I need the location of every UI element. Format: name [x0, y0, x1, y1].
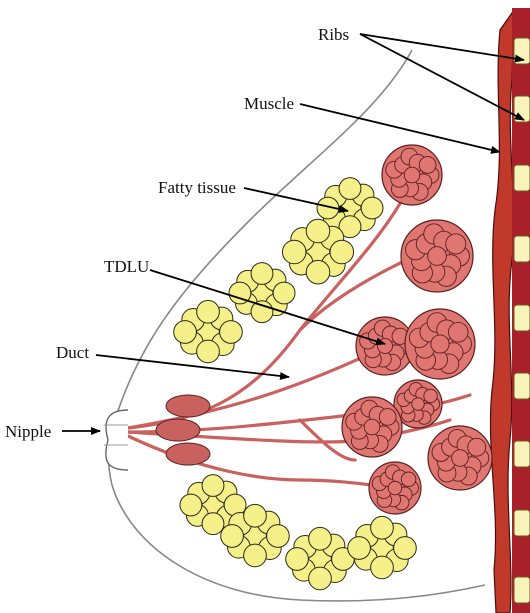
fat-cluster-8 [348, 516, 417, 578]
label-tdlu: TDLU [104, 257, 149, 276]
fat-cluster-7 [286, 527, 355, 589]
lobule-8 [369, 462, 421, 514]
duct-ampulla-2 [156, 419, 200, 441]
rib-block-9 [514, 577, 530, 603]
rib-block-6 [514, 373, 530, 399]
fat-cluster-4 [174, 300, 243, 362]
label-fatty-tissue: Fatty tissue [158, 178, 236, 197]
fat-cluster-3 [229, 263, 295, 323]
duct-ampulla-3 [166, 443, 210, 465]
rib-block-5 [514, 305, 530, 331]
lobule-7 [428, 426, 492, 490]
label-duct: Duct [56, 343, 89, 362]
lobule-6 [342, 397, 402, 457]
lobule-4 [405, 309, 475, 379]
duct-ampulla-1 [166, 395, 210, 417]
rib-block-3 [514, 165, 530, 191]
rib-block-7 [514, 441, 530, 467]
rib-block-8 [514, 510, 530, 536]
chest-muscle [490, 10, 514, 613]
label-muscle: Muscle [244, 94, 294, 113]
lobule-2 [401, 220, 473, 292]
ribs-column [512, 8, 530, 613]
label-ribs: Ribs [318, 25, 349, 44]
lobule-1 [382, 145, 442, 205]
label-nipple: Nipple [5, 422, 51, 441]
rib-block-4 [514, 236, 530, 262]
nipple [106, 410, 128, 470]
duct-pointer [96, 355, 289, 377]
